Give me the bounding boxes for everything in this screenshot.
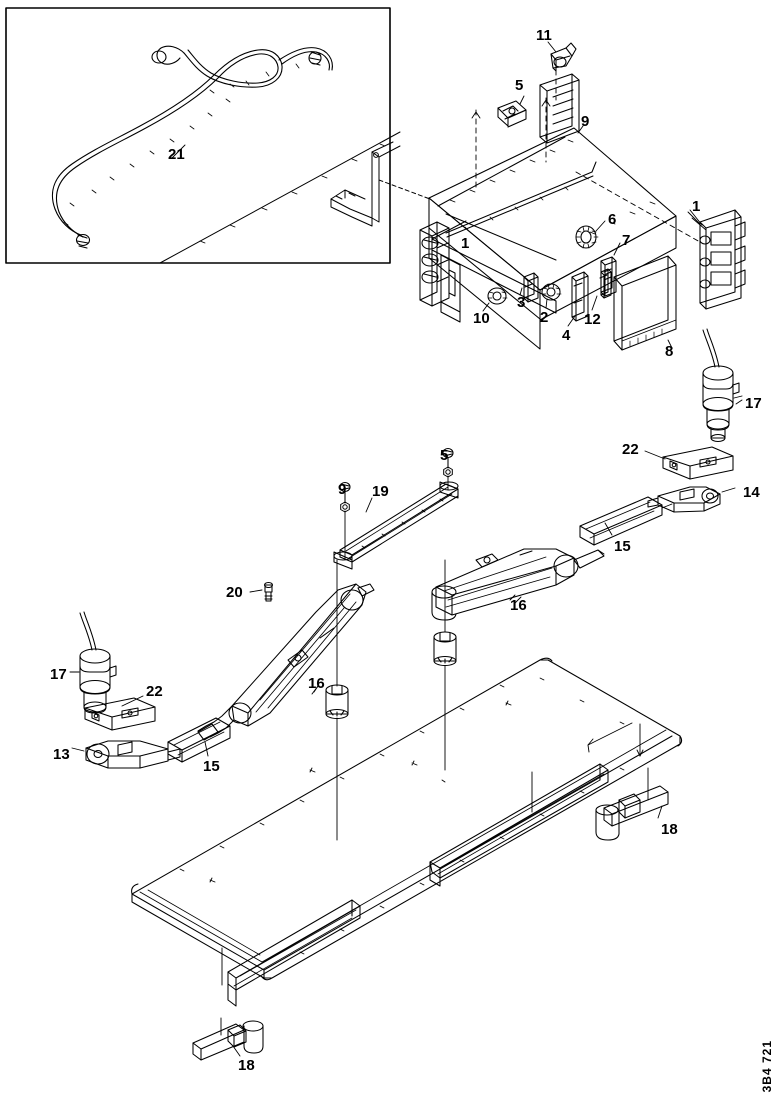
part-18-endcap-bottom	[192, 1017, 264, 1061]
part-12-pin	[591, 268, 612, 311]
callout-9-rail: 9	[338, 481, 347, 498]
part-13-rod-end-left	[71, 740, 181, 769]
part-9-bolt-left	[339, 481, 351, 561]
callout-19: 19	[372, 483, 389, 500]
part-3-fitting	[519, 272, 539, 303]
part-9-cover-plate	[539, 73, 584, 144]
valve-block-right	[575, 171, 746, 310]
callout-5-upper: 5	[515, 77, 524, 94]
callout-22-left: 22	[146, 683, 163, 700]
callout-15-left: 15	[203, 758, 220, 775]
part-11-swivel-fitting	[547, 41, 577, 72]
callout-1-left: 1	[461, 235, 470, 252]
callout-2: 2	[540, 309, 549, 326]
part-2-gear-nut	[541, 283, 562, 309]
part-18-endcap-right	[595, 767, 669, 841]
callout-17-left: 17	[50, 666, 67, 683]
wiring-harness-21	[51, 45, 333, 249]
plate-edge-through-inset	[159, 131, 401, 264]
part-19-slide-rail	[333, 481, 459, 570]
callout-5-rail: 5	[440, 447, 449, 464]
callout-8: 8	[665, 343, 674, 360]
drawing-code: 3B4 721	[760, 1039, 774, 1092]
callout-11: 11	[536, 27, 552, 44]
part-14-rod-end-right	[647, 486, 736, 513]
callout-16-right: 16	[510, 597, 527, 614]
valve-stack-left	[419, 221, 461, 323]
part-8-control-box	[613, 255, 677, 351]
explode-arrows	[471, 99, 551, 119]
callout-18-right: 18	[661, 821, 678, 838]
part-17-motor-right	[702, 328, 743, 443]
callout-12: 12	[584, 311, 601, 328]
callout-17-right: 17	[745, 395, 762, 412]
inset-frame	[5, 7, 391, 264]
callout-21: 21	[168, 146, 185, 163]
callout-3: 3	[517, 294, 526, 311]
explode-axes	[475, 69, 557, 191]
base-panel	[131, 657, 683, 986]
part-6-knurled-nut	[575, 220, 606, 249]
explode-axis-vertical	[336, 559, 446, 841]
callout-6: 6	[608, 211, 617, 228]
callout-9-upper: 9	[581, 113, 590, 130]
part-5-clamp-block-upper	[497, 95, 527, 128]
callout-14: 14	[743, 484, 760, 501]
callout-20: 20	[226, 584, 243, 601]
part-22-bracket-left	[84, 695, 156, 731]
part-22-bracket-right	[644, 446, 734, 480]
part-10-round-plug	[482, 287, 508, 312]
part-5-bolt-right	[442, 447, 454, 491]
callout-15-right: 15	[614, 538, 631, 555]
leader-lines	[311, 211, 743, 695]
bushing-right	[433, 631, 457, 667]
part-15-tube-left	[167, 717, 231, 763]
callout-18-bottom: 18	[238, 1057, 255, 1074]
part-17-motor-left	[69, 611, 117, 714]
part-15-tube-right	[579, 496, 673, 546]
manifold-main-body	[428, 127, 677, 350]
part-4-bracket-clip	[567, 271, 589, 327]
channel-rail-left	[227, 899, 361, 1007]
part-16-cylinder-right	[431, 548, 605, 621]
callout-7: 7	[622, 232, 631, 249]
callout-10: 10	[473, 310, 490, 327]
callout-4: 4	[562, 327, 571, 344]
channel-rail-right	[429, 763, 609, 887]
callout-13: 13	[53, 746, 70, 763]
panel-arrows	[587, 722, 644, 757]
callout-22-right: 22	[622, 441, 639, 458]
bushing-left	[325, 684, 349, 720]
callout-16-left: 16	[308, 675, 325, 692]
callout-1-right: 1	[692, 198, 701, 215]
vertical-bracket	[330, 141, 431, 227]
part-16-cylinder-left	[197, 583, 375, 741]
part-20-small-bolt	[249, 581, 274, 602]
